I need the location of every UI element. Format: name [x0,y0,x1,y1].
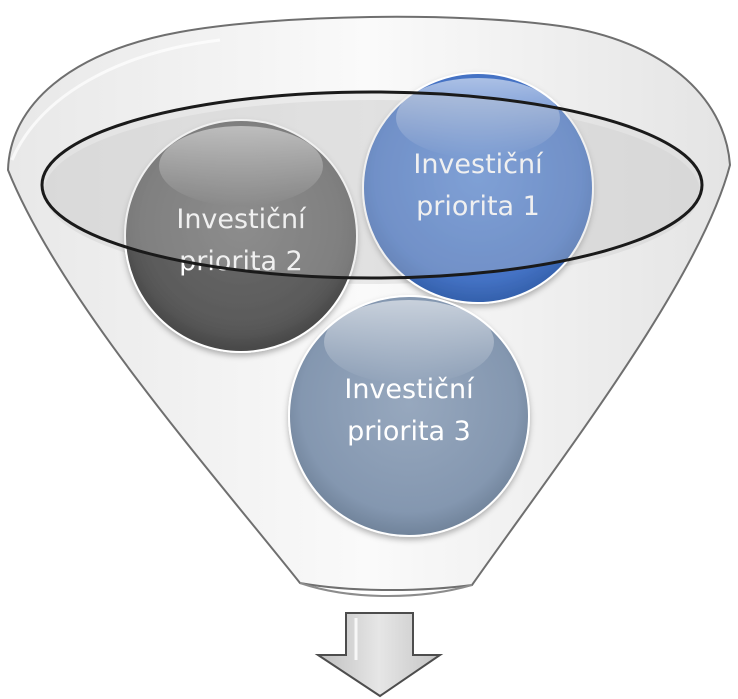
funnel-rim-highlight [10,38,221,161]
priority-2-ball: Investiční priorita 2 [124,119,358,353]
down-arrow-icon [314,612,444,698]
funnel-rim [10,38,704,280]
funnel-spout-rim [299,582,473,597]
priority-2-shine [159,126,323,206]
priority-3-label-line1: Investiční [344,374,475,405]
priority-3-shine [324,300,494,384]
priority-3-label-line2: priorita 3 [347,416,471,447]
down-arrow-shape [314,612,444,698]
priority-1-shine [396,78,560,158]
priority-1-label-line1: Investiční [413,149,544,180]
priority-3-ball: Investiční priorita 3 [288,295,530,537]
priority-1-ball: Investiční priorita 1 [362,72,594,304]
priority-2-label-line1: Investiční [176,204,307,235]
priority-1-label-line2: priorita 1 [416,191,540,222]
funnel-rim-ellipse [40,90,704,280]
